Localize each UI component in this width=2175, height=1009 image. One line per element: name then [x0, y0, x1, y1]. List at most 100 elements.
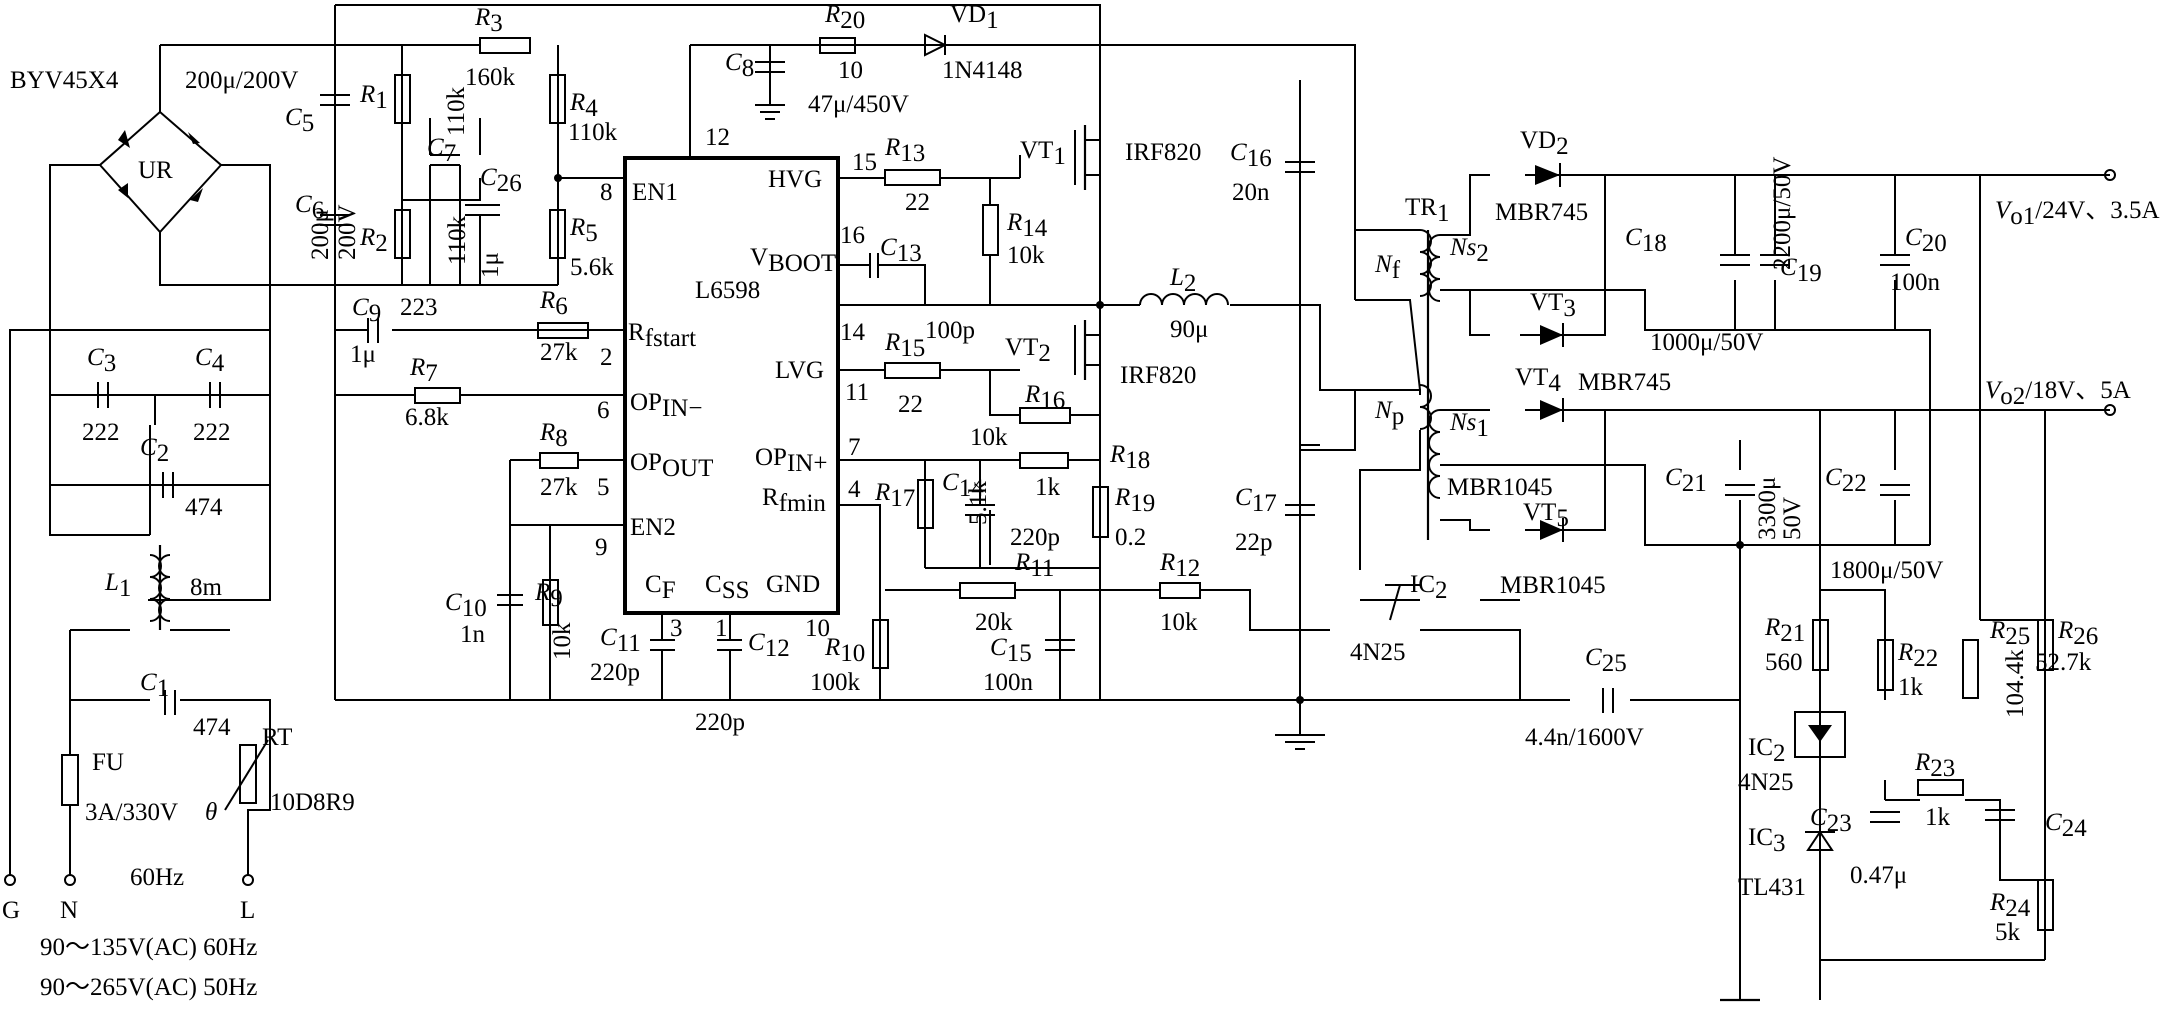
svg-text:10k: 10k [1160, 609, 1198, 636]
svg-text:C25: C25 [1585, 644, 1627, 677]
fuse-icon [61, 754, 79, 806]
misc-symbols [4, 169, 2116, 1002]
svg-text:3A/330V: 3A/330V [85, 799, 178, 826]
svg-text:R20: R20 [824, 1, 865, 34]
svg-text:200μ/200V: 200μ/200V [185, 67, 298, 94]
pin-number: 16 [840, 222, 865, 249]
svg-text:220p: 220p [1010, 524, 1060, 551]
terminal-g [4, 874, 16, 886]
diode-icon [1540, 325, 1563, 345]
svg-text:MBR745: MBR745 [1495, 199, 1588, 226]
terminal-n [64, 874, 76, 886]
svg-text:R12: R12 [1159, 549, 1200, 582]
svg-text:θ: θ [205, 799, 217, 826]
diode-icon [188, 132, 200, 144]
svg-text:R17: R17 [874, 479, 915, 512]
svg-text:160k: 160k [465, 64, 516, 91]
terminal-l [242, 874, 254, 886]
pin-number: 15 [852, 149, 877, 176]
svg-text:Ns2: Ns2 [1449, 234, 1489, 267]
svg-text:C2: C2 [140, 434, 169, 467]
pin-gnd: GND [766, 571, 820, 598]
svg-text:VT2: VT2 [1005, 334, 1051, 367]
svg-text:C17: C17 [1235, 484, 1277, 517]
pin-css: CSS [705, 571, 750, 604]
svg-text:R8: R8 [539, 419, 568, 452]
svg-text:5.6k: 5.6k [570, 254, 614, 281]
svg-text:R26: R26 [2057, 617, 2098, 650]
svg-text:110k: 110k [568, 119, 618, 146]
svg-text:50V: 50V [1779, 497, 1806, 540]
svg-text:VT5: VT5 [1523, 499, 1569, 532]
svg-text:47μ/450V: 47μ/450V [808, 91, 909, 118]
svg-text:100k: 100k [810, 669, 861, 696]
svg-text:Nf: Nf [1374, 251, 1401, 284]
svg-text:27k: 27k [540, 339, 578, 366]
svg-text:R23: R23 [1914, 749, 1955, 782]
svg-text:R19: R19 [1114, 484, 1155, 517]
diode-icon [118, 183, 128, 198]
svg-text:VD2: VD2 [1520, 127, 1569, 160]
svg-text:R5: R5 [569, 214, 598, 247]
svg-text:C10: C10 [445, 589, 487, 622]
pin-number: 7 [848, 434, 861, 461]
svg-text:110k: 110k [444, 215, 471, 265]
pin-opout: OPOUT [630, 449, 713, 482]
svg-text:Vo2/18V、5A: Vo2/18V、5A [1985, 377, 2131, 410]
svg-text:C13: C13 [880, 234, 922, 267]
svg-text:0.2: 0.2 [1115, 524, 1146, 551]
svg-text:90μ: 90μ [1170, 316, 1208, 343]
svg-text:1μ: 1μ [477, 252, 504, 278]
diodes [924, 33, 1564, 542]
pin-number: 6 [597, 397, 610, 424]
svg-text:52.7k: 52.7k [2035, 649, 2092, 676]
svg-text:27k: 27k [540, 474, 578, 501]
pin-lvg: LVG [775, 357, 824, 384]
svg-text:5k: 5k [1995, 919, 2021, 946]
capacitor-c5: 223 [320, 94, 350, 106]
terminal-vo1 [2104, 169, 2116, 181]
svg-text:C14: C14 [942, 469, 984, 502]
svg-text:VT1: VT1 [1020, 137, 1066, 170]
svg-text:R18: R18 [1109, 441, 1150, 474]
svg-text:R14: R14 [1006, 209, 1048, 242]
svg-text:4.4n/1600V: 4.4n/1600V [1525, 724, 1644, 751]
svg-text:1k: 1k [1898, 674, 1924, 701]
diode-icon [1540, 520, 1563, 540]
diode-icon [1540, 400, 1563, 420]
svg-text:0.47μ: 0.47μ [1850, 862, 1907, 889]
optocoupler-icon [1794, 711, 1846, 758]
svg-text:100p: 100p [925, 317, 975, 344]
svg-text:20k: 20k [975, 609, 1013, 636]
svg-text:R24: R24 [1989, 889, 2031, 922]
pin-number: 10 [805, 615, 830, 642]
svg-text:MBR1045: MBR1045 [1447, 474, 1553, 501]
svg-text:5.1k: 5.1k [965, 481, 992, 525]
svg-text:R13: R13 [884, 134, 925, 167]
svg-text:L1: L1 [104, 569, 131, 602]
svg-text:60Hz: 60Hz [130, 864, 184, 891]
svg-text:C5: C5 [285, 104, 314, 137]
svg-text:R1: R1 [359, 81, 388, 114]
wires [9, 4, 2110, 1000]
svg-text:R22: R22 [1897, 639, 1938, 672]
svg-text:22: 22 [898, 391, 923, 418]
svg-text:222: 222 [193, 419, 231, 446]
svg-text:C16: C16 [1230, 139, 1272, 172]
svg-text:R10: R10 [824, 634, 865, 667]
svg-text:C24: C24 [2045, 809, 2087, 842]
svg-text:C21: C21 [1665, 464, 1707, 497]
pin-number: 12 [705, 124, 730, 151]
svg-text:474: 474 [185, 494, 223, 521]
pin-number: 2 [600, 344, 613, 371]
thermistor-icon [239, 744, 257, 804]
magnetics [149, 229, 1441, 630]
svg-text:90～135V(AC) 60Hz: 90～135V(AC) 60Hz [40, 934, 257, 961]
svg-text:Np: Np [1374, 397, 1404, 430]
svg-text:223: 223 [400, 294, 438, 321]
svg-text:C6: C6 [295, 191, 324, 224]
terminal-vo2 [2104, 404, 2116, 416]
svg-text:4N25: 4N25 [1738, 769, 1794, 796]
svg-text:VD1: VD1 [950, 1, 999, 34]
